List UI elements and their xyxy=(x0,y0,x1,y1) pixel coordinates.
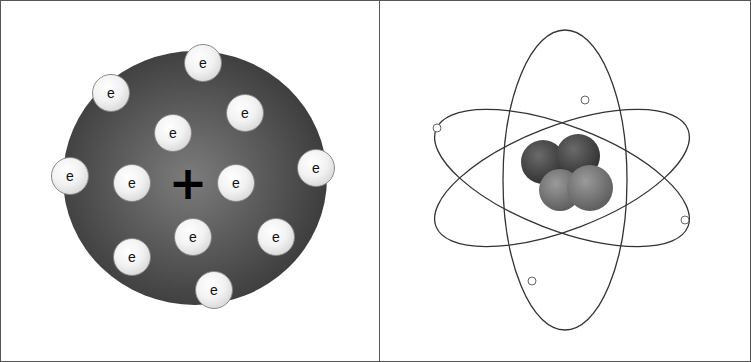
electron-label: e xyxy=(107,86,115,100)
electron: e xyxy=(217,164,255,202)
electron: e xyxy=(257,218,295,256)
electron-label: e xyxy=(232,176,240,190)
electron-label: e xyxy=(169,126,177,140)
electron: e xyxy=(174,218,212,256)
electron: e xyxy=(184,44,222,82)
electron: e xyxy=(297,149,335,187)
electron: e xyxy=(226,94,264,132)
electron-label: e xyxy=(312,161,320,175)
electron-label: e xyxy=(66,169,74,183)
electron: e xyxy=(51,157,89,195)
nucleus xyxy=(521,134,613,211)
electron: e xyxy=(113,238,151,276)
electron-label: e xyxy=(241,106,249,120)
electron: e xyxy=(195,271,233,309)
electron-label: e xyxy=(210,283,218,297)
electron-label: e xyxy=(128,250,136,264)
electron-label: e xyxy=(128,176,136,190)
divider xyxy=(379,0,380,362)
electron-label: e xyxy=(272,230,280,244)
electron: e xyxy=(92,74,130,112)
electron-label: e xyxy=(199,56,207,70)
electron-label: e xyxy=(189,230,197,244)
electron: e xyxy=(154,114,192,152)
orbit-electrons xyxy=(433,96,689,285)
plus-sign: + xyxy=(169,160,208,206)
electron: e xyxy=(113,164,151,202)
positive-sphere: + e e e e e e e e e e e e xyxy=(62,50,328,306)
orbits xyxy=(417,30,706,330)
